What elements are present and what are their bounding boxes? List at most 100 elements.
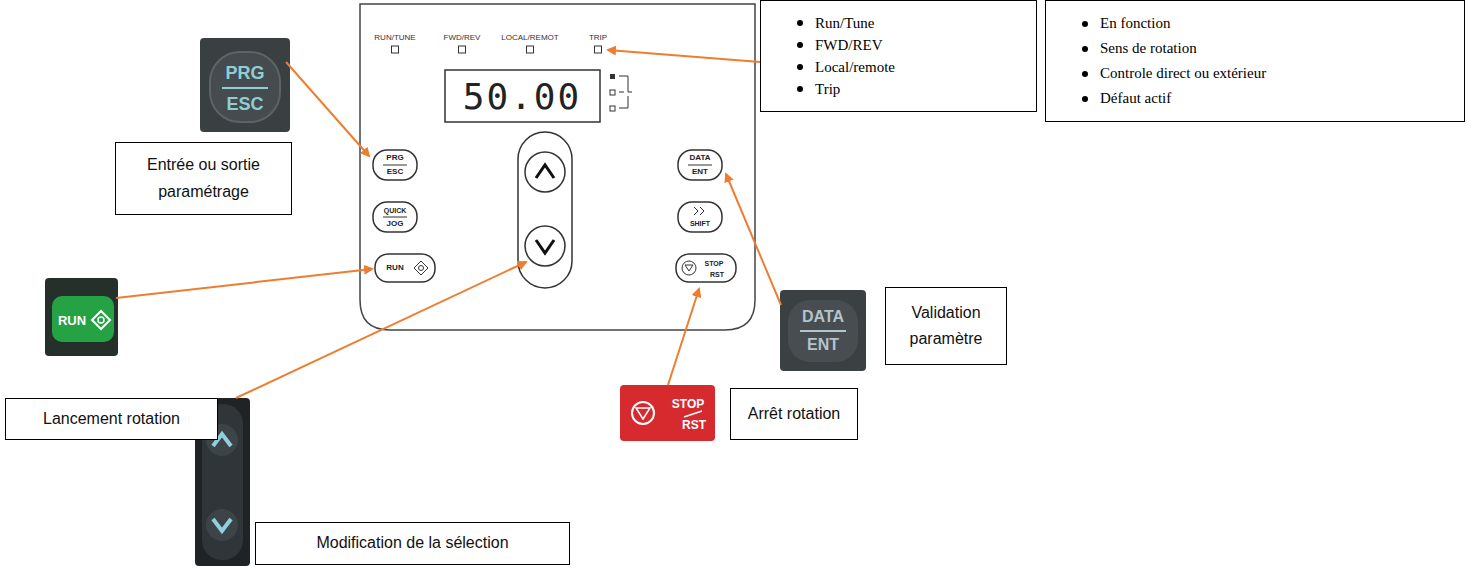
- key-legend: RST: [710, 271, 724, 278]
- list-text: Défaut actif: [1100, 90, 1171, 106]
- key-legend: SHIFT: [690, 220, 710, 227]
- key-legend: ENT: [807, 337, 839, 353]
- down-chevron: [213, 519, 231, 531]
- unit-led: [610, 106, 615, 111]
- key-divider: [222, 87, 268, 89]
- key-up: [525, 152, 565, 192]
- key-legend: PRG: [386, 154, 403, 162]
- led-label: RUN/TUNE: [374, 34, 415, 42]
- led: [459, 46, 466, 53]
- leader-arrow: [608, 50, 760, 62]
- key-legend: RUN: [386, 264, 403, 272]
- list-text: Trip: [815, 81, 840, 97]
- run-symbol: [414, 261, 428, 275]
- run-symbol: [98, 317, 104, 323]
- key-shift: [678, 202, 722, 232]
- bullet-dot: [797, 64, 803, 70]
- key-quick: [373, 202, 417, 232]
- callout-text: Lancement rotation: [43, 406, 180, 432]
- list-item: Trip: [771, 78, 1026, 100]
- leader-arrow: [236, 262, 526, 398]
- led: [595, 46, 602, 53]
- list-text: Run/Tune: [815, 15, 874, 31]
- down-chevron: [536, 240, 554, 253]
- list-text: Local/remote: [815, 59, 895, 75]
- led: [392, 46, 399, 53]
- list-item: Local/remote: [771, 56, 1026, 78]
- bullet-dot: [797, 42, 803, 48]
- shift-symbol: [694, 207, 704, 215]
- key-legend: RST: [682, 419, 706, 431]
- key-legend: ESC: [226, 95, 263, 113]
- meaning-list: En fonctionSens de rotationControle dire…: [1045, 0, 1465, 122]
- list-text: Controle direct ou extérieur: [1100, 65, 1266, 81]
- key-divider: [688, 165, 712, 166]
- bullet-dot: [797, 20, 803, 26]
- stop-symbol: [636, 408, 650, 419]
- list-text: En fonction: [1100, 15, 1170, 31]
- key-divider: [383, 217, 407, 218]
- led: [527, 46, 534, 53]
- list-item: Controle direct ou extérieur: [1056, 61, 1454, 86]
- key-legend: JOG: [387, 220, 404, 228]
- callout-box: Modification de la sélection: [255, 522, 570, 565]
- key-legend: RUN: [58, 314, 86, 327]
- led-label: FWD/REV: [444, 34, 481, 42]
- display: [445, 70, 600, 122]
- callout-box: Lancement rotation: [5, 398, 218, 440]
- keypad-housing: [360, 4, 755, 330]
- stop-symbol: [685, 265, 693, 271]
- key-legend: DATA: [689, 154, 710, 162]
- led-label: TRIP: [589, 34, 607, 42]
- callout-text: Entrée ou sortie paramétrage: [126, 152, 281, 205]
- unit-led: [610, 74, 615, 79]
- callout-text: Modification de la sélection: [316, 530, 508, 556]
- list-item: Défaut actif: [1056, 86, 1454, 111]
- key-divider: [800, 330, 846, 332]
- key-divider: [684, 411, 702, 417]
- bullet-dot: [1082, 71, 1088, 77]
- run-symbol: [92, 311, 110, 329]
- leader-arrow: [286, 62, 369, 156]
- display-value: 50.00: [463, 79, 581, 115]
- list-item: Sens de rotation: [1056, 36, 1454, 61]
- prg-photo: [200, 38, 290, 132]
- stop-symbol: [682, 261, 696, 275]
- callout-box: Arrêt rotation: [730, 388, 858, 440]
- key-legend: ENT: [692, 168, 708, 176]
- key-legend: PRG: [225, 64, 264, 82]
- data-photo-key: [788, 300, 858, 362]
- callout-text: Validation paramètre: [896, 300, 996, 353]
- arrows-photo-key: [206, 509, 238, 541]
- callout-box: Validation paramètre: [885, 287, 1007, 365]
- unit-bracket: [619, 76, 632, 108]
- bullet-dot: [797, 86, 803, 92]
- key-legend: STOP: [705, 260, 724, 267]
- run-symbol: [419, 266, 424, 271]
- callout-text: Arrêt rotation: [748, 401, 840, 427]
- arrow-pad: [518, 132, 572, 288]
- bullet-dot: [1082, 96, 1088, 102]
- stop-symbol: [632, 402, 654, 424]
- list-text: Sens de rotation: [1100, 40, 1197, 56]
- run-photo-key: [52, 296, 114, 342]
- key-run: [375, 254, 435, 282]
- list-item: Run/Tune: [771, 12, 1026, 34]
- data-photo: [780, 290, 866, 371]
- up-chevron: [536, 165, 554, 178]
- prg-photo-key: [210, 52, 280, 122]
- leader-arrow: [668, 289, 699, 385]
- key-legend: QUICK: [384, 207, 407, 214]
- list-item: FWD/REV: [771, 34, 1026, 56]
- status-led-list: Run/TuneFWD/REV Local/remoteTrip: [760, 0, 1037, 112]
- callout-box: Entrée ou sortie paramétrage: [115, 142, 292, 215]
- key-data: [678, 150, 722, 180]
- unit-led: [610, 90, 615, 95]
- key-stop: [676, 254, 736, 282]
- bullet-dot: [1082, 21, 1088, 27]
- key-down: [525, 226, 565, 266]
- stop-photo: [620, 385, 715, 441]
- key-prg: [373, 150, 417, 180]
- list-text: FWD/REV: [815, 37, 883, 53]
- leader-arrow: [116, 269, 372, 298]
